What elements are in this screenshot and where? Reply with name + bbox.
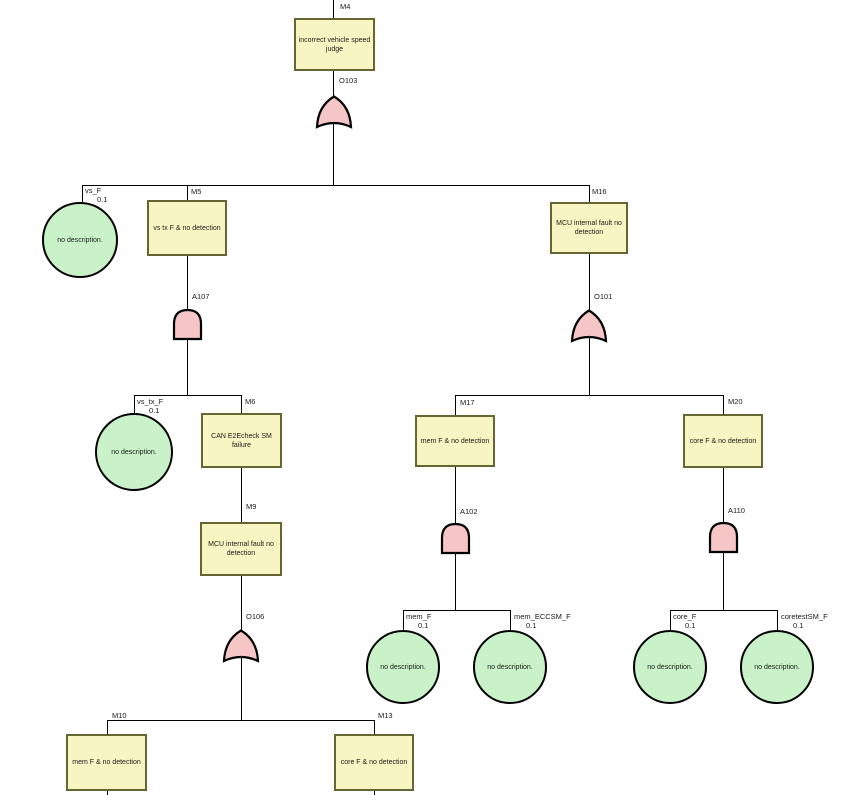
connector <box>455 395 724 396</box>
event-text: core F & no detection <box>340 759 408 766</box>
node-id-m10: M10 <box>112 711 127 720</box>
basic-event-vs-f[interactable]: no description. <box>42 202 118 278</box>
node-id-m13: M13 <box>378 711 393 720</box>
basic-event-mem-f[interactable]: no description. <box>366 630 440 704</box>
basic-event-id: vs_F <box>85 186 102 195</box>
event-box-m13[interactable]: core F & no detection <box>334 734 414 791</box>
event-box-m5[interactable]: vs tx F & no detection <box>147 200 227 256</box>
connector <box>187 185 188 200</box>
node-id-mem-f: mem_F 0.1 <box>406 612 431 630</box>
basic-event-coretestsm-f[interactable]: no description. <box>740 630 814 704</box>
connector <box>589 185 590 202</box>
and-gate-a102[interactable] <box>438 522 473 555</box>
event-text: incorrect vehicle speed judge <box>298 36 371 53</box>
basic-event-probability: 0.1 <box>685 621 696 630</box>
gate-id-a110: A110 <box>728 506 745 515</box>
basic-event-text: no description. <box>487 663 533 671</box>
or-gate-o106[interactable] <box>221 628 261 664</box>
node-id-core-f: core_F 0.1 <box>673 612 696 630</box>
connector <box>374 720 375 734</box>
event-text: vs tx F & no detection <box>153 224 221 232</box>
and-gate-icon <box>172 308 203 341</box>
or-gate-icon <box>315 95 353 129</box>
gate-id-a102: A102 <box>460 507 478 516</box>
node-id-mem-eccsm-f: mem_ECCSM_F 0.1 <box>514 612 571 630</box>
gate-id-o106: O106 <box>246 612 265 621</box>
connector <box>134 395 135 414</box>
connector <box>455 395 456 415</box>
event-box-m20[interactable]: core F & no detection <box>683 414 763 468</box>
basic-event-vs-tx-f[interactable]: no description. <box>95 413 173 491</box>
event-text: MCU internal fault no detection <box>208 541 274 557</box>
connector <box>333 0 334 18</box>
basic-event-mem-eccsm-f[interactable]: no description. <box>473 630 547 704</box>
connector <box>241 395 242 413</box>
connector <box>107 720 108 734</box>
gate-id-o101: O101 <box>594 292 613 301</box>
and-gate-a107[interactable] <box>170 308 205 341</box>
connector <box>374 791 375 795</box>
event-box-m16[interactable]: MCU internal fault no detection <box>550 202 628 254</box>
event-box-m4[interactable]: incorrect vehicle speed judge <box>294 18 375 71</box>
event-box-m9[interactable]: MCU internal fault no detection <box>200 522 282 576</box>
basic-event-text: no description. <box>380 663 426 671</box>
connector <box>82 185 590 186</box>
node-id-m20: M20 <box>728 397 743 406</box>
event-text: mem F & no detection <box>72 759 141 766</box>
connector <box>333 71 334 185</box>
node-id-coretestsm-f: coretestSM_F 0.1 <box>781 612 828 630</box>
node-id-m16: M16 <box>592 187 607 196</box>
connector <box>403 610 404 630</box>
event-text: core F & no detection <box>689 437 757 445</box>
or-gate-icon <box>222 629 260 663</box>
basic-event-core-f[interactable]: no description. <box>633 630 707 704</box>
basic-event-probability: 0.1 <box>418 621 429 630</box>
or-gate-icon <box>570 309 608 343</box>
connector <box>82 185 83 203</box>
and-gate-icon <box>708 521 739 554</box>
connector <box>777 610 778 630</box>
event-text: MCU internal fault no detection <box>556 220 622 236</box>
event-box-m10[interactable]: mem F & no detection <box>66 734 147 791</box>
connector <box>241 468 242 522</box>
basic-event-text: no description. <box>57 236 103 244</box>
basic-event-id: mem_F <box>406 612 432 621</box>
basic-event-id: vs_tx_F <box>137 397 164 406</box>
connector <box>510 610 511 630</box>
or-gate-o103[interactable] <box>314 94 354 130</box>
node-id-m6: M6 <box>245 397 256 406</box>
event-box-m6[interactable]: CAN E2Echeck SM failure <box>201 413 282 468</box>
connector <box>134 395 242 396</box>
gate-id-o103: O103 <box>339 76 358 85</box>
basic-event-id: mem_ECCSM_F <box>514 612 571 621</box>
node-id-vs-f: vs_F 0.1 <box>85 186 107 204</box>
connector <box>670 610 671 630</box>
node-id-m17: M17 <box>460 398 475 407</box>
or-gate-o101[interactable] <box>569 308 609 344</box>
basic-event-id: coretestSM_F <box>781 612 828 621</box>
basic-event-text: no description. <box>754 663 800 671</box>
and-gate-a110[interactable] <box>706 521 741 554</box>
basic-event-probability: 0.1 <box>793 621 804 630</box>
connector <box>403 610 510 611</box>
connector <box>107 720 375 721</box>
basic-event-probability: 0.1 <box>526 621 537 630</box>
event-text: mem F & no detection <box>420 437 490 445</box>
and-gate-icon <box>440 522 471 555</box>
basic-event-id: core_F <box>673 612 697 621</box>
basic-event-text: no description. <box>111 448 157 456</box>
basic-event-probability: 0.1 <box>149 406 160 415</box>
basic-event-probability: 0.1 <box>97 195 108 204</box>
connector <box>723 395 724 414</box>
event-text: CAN E2Echeck SM failure <box>211 432 272 449</box>
gate-id-a107: A107 <box>192 292 210 301</box>
connector <box>107 791 108 795</box>
node-id-m9: M9 <box>246 502 257 511</box>
connector <box>670 610 777 611</box>
basic-event-text: no description. <box>647 663 693 671</box>
event-box-m17[interactable]: mem F & no detection <box>415 415 495 467</box>
node-id-vs-tx-f: vs_tx_F 0.1 <box>137 397 163 415</box>
node-id-m5: M5 <box>191 187 202 196</box>
node-id-m4: M4 <box>340 2 351 11</box>
